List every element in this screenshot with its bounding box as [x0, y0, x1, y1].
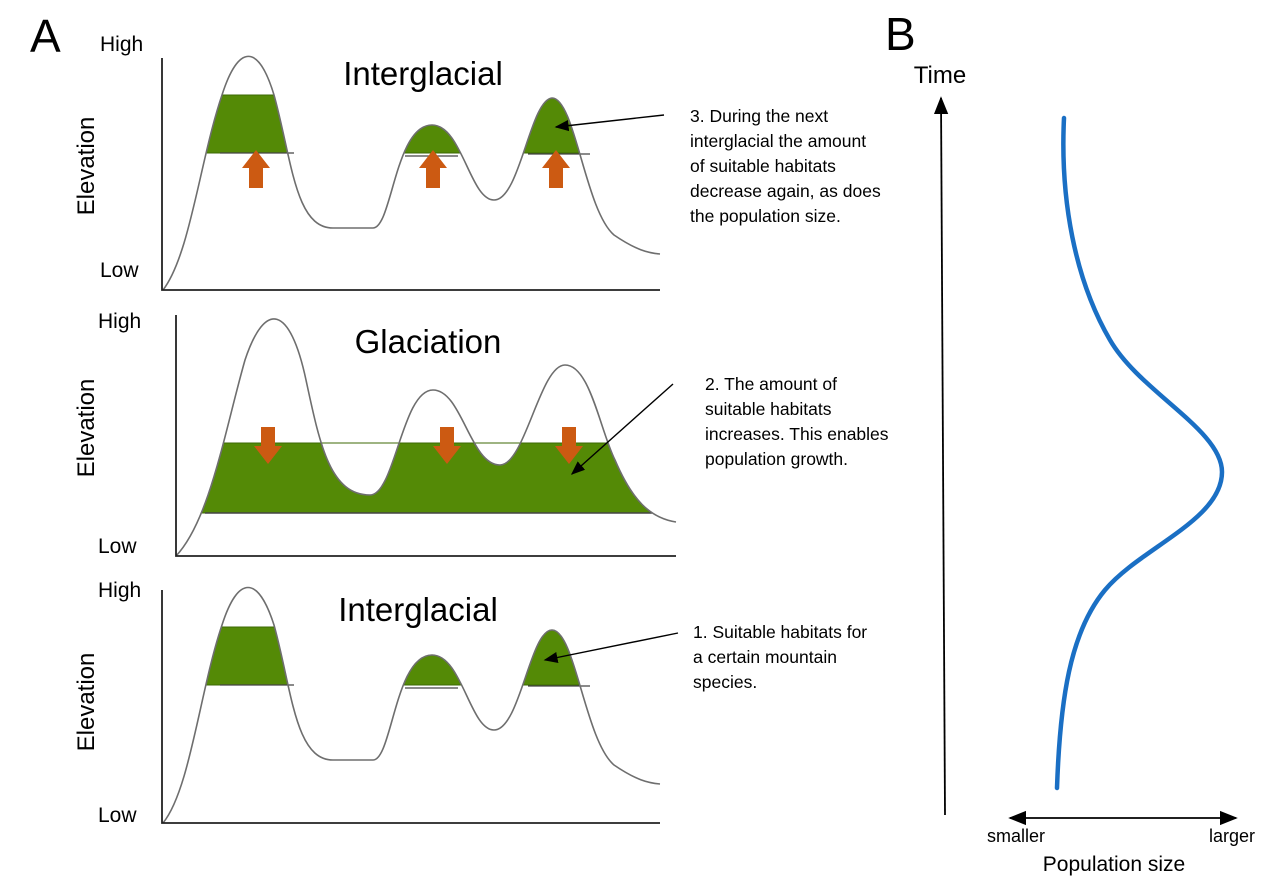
panel-title: Glaciation	[355, 323, 502, 360]
axes	[161, 590, 660, 824]
annotation-text: 2. The amount of suitable habitats incre…	[705, 374, 893, 469]
mountain-profile	[162, 586, 661, 824]
callout-arrow	[554, 114, 665, 132]
subpanel-bottom: High Low Elevation Interglacial 1. Suita…	[73, 579, 872, 827]
panel-title: Interglacial	[338, 591, 498, 628]
high-label: High	[98, 579, 141, 602]
mountain-profile	[175, 318, 677, 557]
callout-arrow	[570, 383, 674, 475]
population-curve	[1054, 115, 1225, 791]
y-axis-label: Elevation	[73, 117, 100, 216]
low-label: Low	[98, 535, 137, 558]
population-size-label: Population size	[1043, 853, 1185, 876]
habitat-area	[163, 94, 660, 154]
down-arrow-icon	[254, 427, 583, 464]
up-arrow-icon	[242, 150, 570, 188]
low-label: Low	[100, 259, 139, 282]
time-axis	[933, 96, 949, 816]
callout-arrow	[543, 632, 679, 663]
mountain-profile	[162, 55, 661, 291]
annotation-text: 3. During the next interglacial the amou…	[690, 106, 886, 226]
axes	[161, 58, 660, 291]
annotation-text: 1. Suitable habitats for a certain mount…	[693, 622, 872, 692]
smaller-label: smaller	[987, 826, 1045, 846]
low-label: Low	[98, 804, 137, 827]
high-label: High	[100, 33, 143, 56]
panel-b-letter: B	[885, 8, 916, 60]
y-axis-label: Elevation	[73, 653, 100, 752]
high-label: High	[98, 310, 141, 333]
panel-title: Interglacial	[343, 55, 503, 92]
subpanel-top: High Low Elevation Interglacial 3. Durin…	[73, 33, 886, 291]
larger-label: larger	[1209, 826, 1255, 846]
axes	[175, 315, 676, 557]
time-axis-label: Time	[914, 62, 966, 89]
panel-a-letter: A	[30, 10, 61, 62]
habitat-area	[163, 626, 660, 686]
y-axis-label: Elevation	[73, 379, 100, 478]
subpanel-middle: High Low Elevation Glaciation 2. The amo…	[73, 310, 893, 558]
panel-b: B Time smaller larger Population size	[885, 8, 1255, 876]
